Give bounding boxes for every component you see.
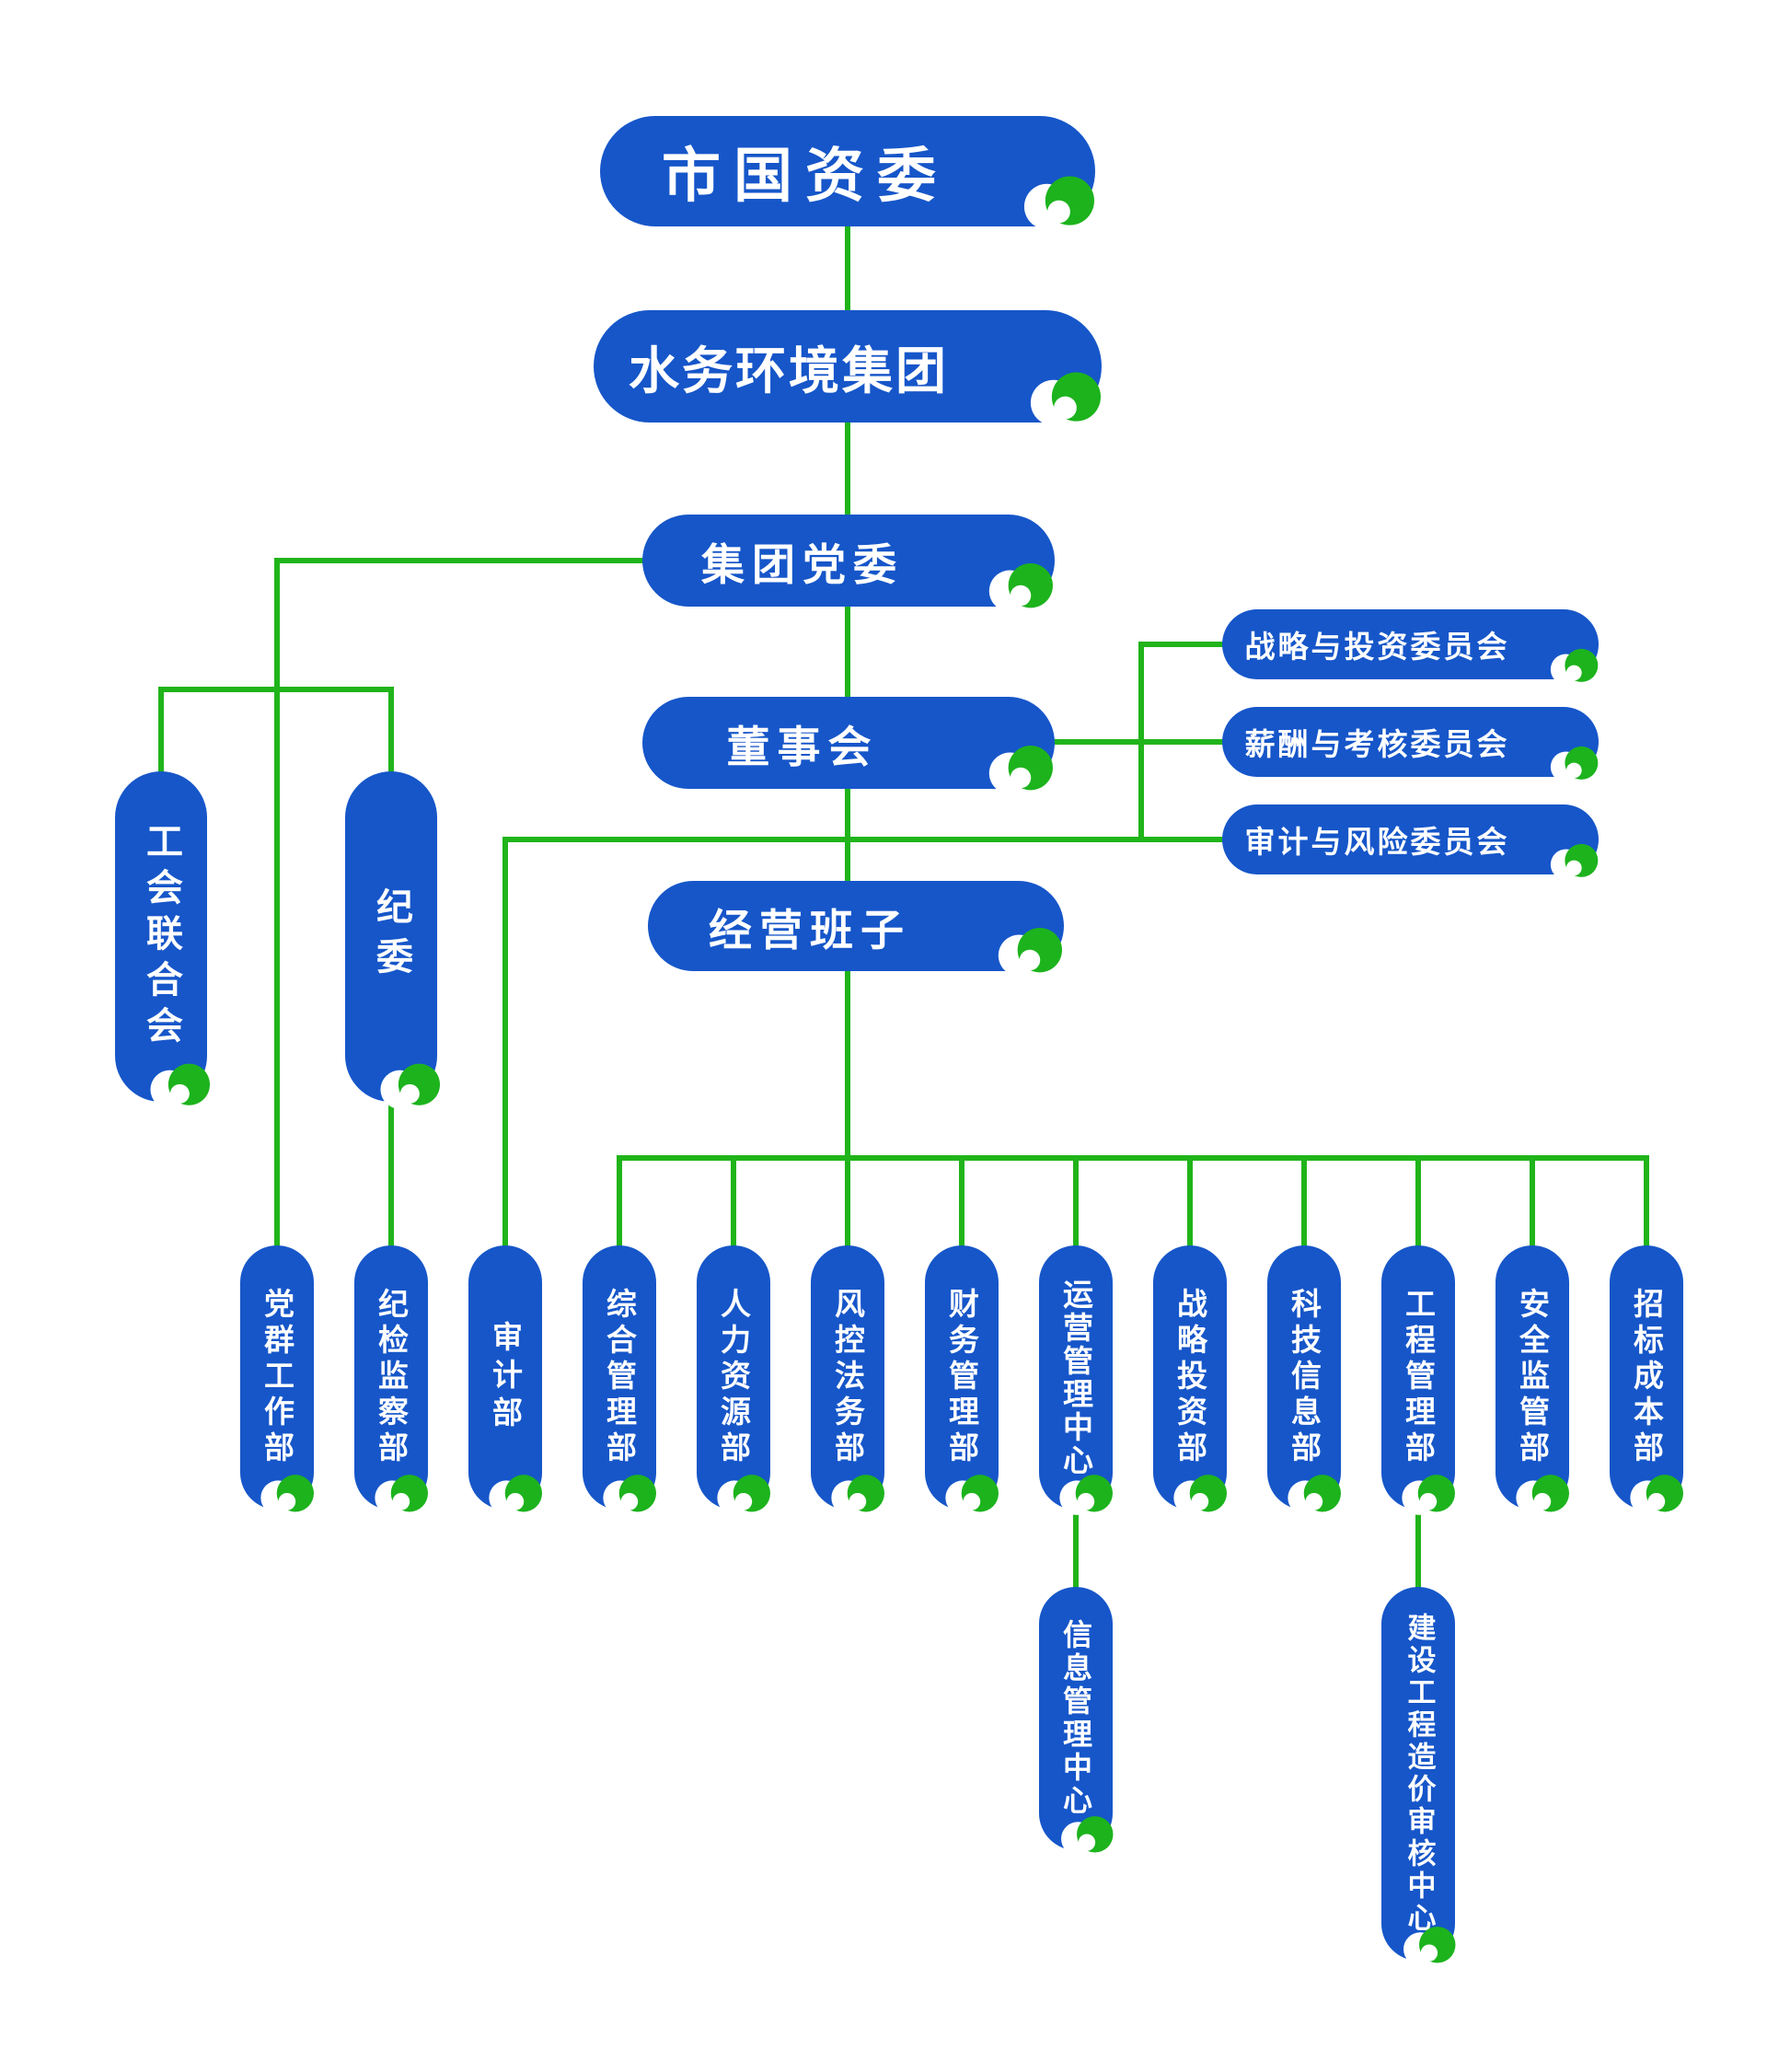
node-center-operations: 运营管理中心 <box>1039 1245 1113 1510</box>
node-label: 运营管理中心 <box>1057 1278 1094 1477</box>
node-dept-human-resources: 人力资源部 <box>697 1245 770 1510</box>
node-label: 审计部 <box>487 1321 524 1434</box>
node-discipline-committee: 纪委 <box>345 771 437 1102</box>
node-label: 纪检监察部 <box>373 1288 410 1467</box>
node-label: 工会联合会 <box>140 821 182 1052</box>
node-center-construction-cost-audit: 建设工程造价审核中心 <box>1381 1587 1455 1961</box>
node-label: 风控法务部 <box>829 1288 866 1467</box>
node-label: 信息管理中心 <box>1058 1619 1093 1818</box>
node-label: 董事会 <box>726 722 879 773</box>
node-dept-tech-info: 科技信息部 <box>1267 1245 1341 1510</box>
node-dept-audit: 审计部 <box>468 1245 542 1510</box>
node-management-team: 经营班子 <box>648 881 1064 971</box>
node-label: 综合管理部 <box>601 1288 638 1467</box>
node-label: 工程管理部 <box>1400 1288 1437 1467</box>
node-label: 薪酬与考核委员会 <box>1244 726 1510 762</box>
node-label: 纪委 <box>370 886 412 987</box>
node-dept-engineering: 工程管理部 <box>1381 1245 1455 1510</box>
node-label: 科技信息部 <box>1286 1288 1322 1467</box>
node-label: 人力资源部 <box>715 1288 752 1467</box>
node-dept-bidding-cost: 招标成本部 <box>1610 1245 1683 1510</box>
node-label: 战略与投资委员会 <box>1244 629 1510 665</box>
node-dept-party-affairs: 党群工作部 <box>240 1245 314 1510</box>
node-label: 审计与风险委员会 <box>1244 824 1510 860</box>
node-label: 经营班子 <box>709 905 911 956</box>
node-dept-safety-supervision: 安全监管部 <box>1496 1245 1569 1510</box>
node-label: 水务环境集团 <box>628 341 949 400</box>
node-label: 安全监管部 <box>1514 1288 1551 1467</box>
node-label: 集团党委 <box>701 539 904 591</box>
node-label: 战略投资部 <box>1172 1288 1208 1467</box>
node-dept-general-admin: 综合管理部 <box>583 1245 656 1510</box>
node-sasac: 市国资委 <box>600 116 1095 226</box>
node-label: 党群工作部 <box>259 1288 295 1467</box>
node-board: 董事会 <box>642 697 1055 789</box>
node-label: 财务管理部 <box>943 1288 980 1467</box>
node-label: 市国资委 <box>662 143 949 211</box>
node-committee-compensation-assessment: 薪酬与考核委员会 <box>1222 707 1599 777</box>
node-label: 建设工程造价审核中心 <box>1402 1613 1436 1935</box>
node-dept-strategic-investment: 战略投资部 <box>1153 1245 1227 1510</box>
node-dept-finance: 财务管理部 <box>925 1245 999 1510</box>
node-committee-audit-risk: 审计与风险委员会 <box>1222 804 1599 874</box>
node-center-information: 信息管理中心 <box>1039 1587 1113 1850</box>
node-union-federation: 工会联合会 <box>115 771 207 1102</box>
node-committee-strategy-investment: 战略与投资委员会 <box>1222 609 1599 679</box>
node-party-committee: 集团党委 <box>642 515 1055 607</box>
node-dept-discipline-inspection: 纪检监察部 <box>354 1245 428 1510</box>
node-water-group: 水务环境集团 <box>594 310 1102 423</box>
node-label: 招标成本部 <box>1628 1288 1665 1467</box>
node-dept-risk-legal: 风控法务部 <box>811 1245 884 1510</box>
